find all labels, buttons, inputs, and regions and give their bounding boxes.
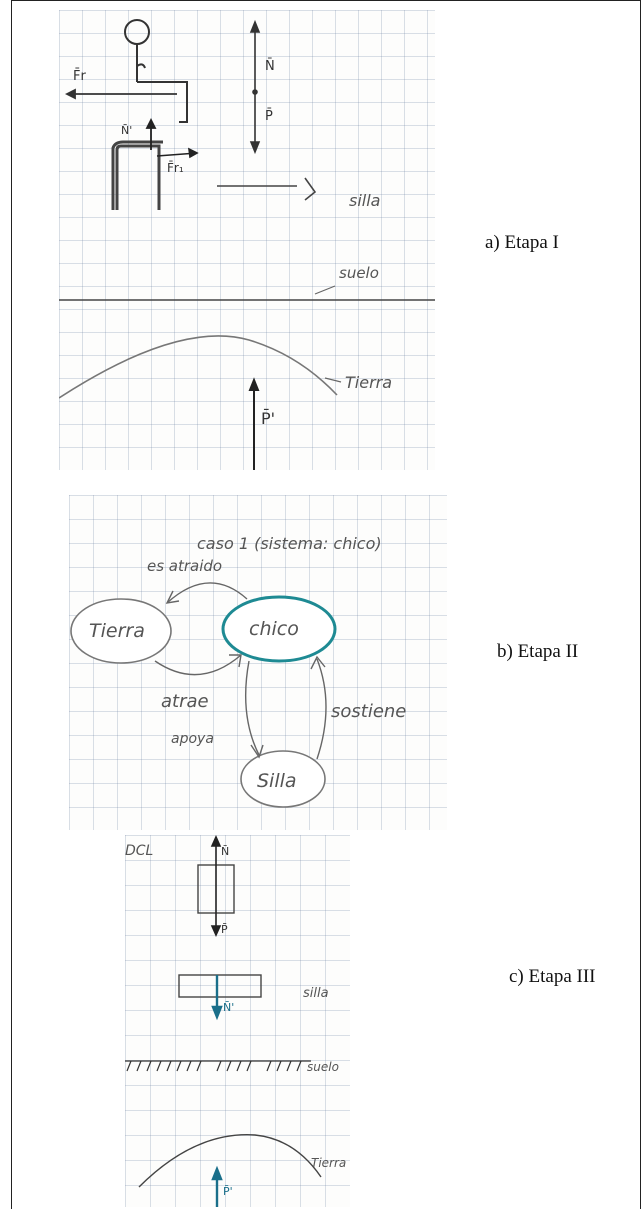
label-tierra: Tierra	[311, 1156, 346, 1170]
earth-curve	[59, 335, 338, 399]
label-sostiene: sostiene	[331, 701, 406, 722]
label-suelo: suelo	[307, 1060, 339, 1074]
caption-stage-2: b) Etapa II	[497, 641, 579, 662]
chair-box	[178, 974, 262, 998]
force-fr1-arrow	[156, 147, 199, 159]
label-suelo: suelo	[339, 264, 379, 282]
label-fr1: F̄r₁	[167, 161, 184, 175]
stage-1-sketch: F̄r N̄' F̄r₁ N̄ P̄ silla suelo Tierra P̄…	[59, 10, 435, 470]
interaction-title: caso 1 (sistema: chico)	[197, 534, 382, 553]
force-n-prime-arrow	[145, 117, 157, 150]
earth-curve	[138, 1134, 322, 1188]
stage-3-drawing: DCL N̄ P̄ N̄' silla suelo	[125, 835, 346, 1207]
stage-3-sketch: DCL N̄ P̄ N̄' silla suelo	[125, 835, 350, 1207]
node-chico-shape	[221, 595, 337, 663]
figure-frame	[11, 0, 641, 1209]
dcl-title: DCL	[125, 843, 153, 859]
stage-2-diagram: caso 1 (sistema: chico) Tierra chico Sil…	[70, 534, 406, 808]
edge-atrae	[154, 654, 242, 676]
boy-force-axis	[249, 19, 261, 155]
caption-stage-1: a) Etapa I	[485, 232, 559, 253]
chair-pointer	[217, 177, 317, 201]
label-fr: F̄r	[73, 69, 86, 84]
boy-figure	[124, 19, 188, 123]
earth-pointer	[324, 377, 342, 383]
stage-1-drawing: F̄r N̄' F̄r₁ N̄ P̄ silla suelo Tierra P̄…	[59, 19, 435, 470]
label-n: N̄	[265, 59, 275, 74]
edge-apoya	[245, 660, 260, 756]
edge-es-atraido	[166, 582, 248, 604]
force-fr-arrow	[64, 88, 177, 100]
label-es-atraido: es atraido	[147, 557, 222, 575]
node-tierra: Tierra	[89, 620, 145, 642]
label-silla: silla	[303, 986, 329, 1001]
chair-drawing	[111, 140, 163, 210]
ground-hatched	[125, 1060, 311, 1072]
label-p: P̄	[265, 109, 273, 124]
caption-stage-3: c) Etapa III	[509, 966, 596, 987]
stage-2-sketch: caso 1 (sistema: chico) Tierra chico Sil…	[69, 495, 447, 830]
label-silla: silla	[349, 191, 380, 210]
node-silla: Silla	[257, 770, 297, 792]
label-n-prime: N̄'	[121, 124, 132, 137]
force-n-prime-arrow	[211, 975, 223, 1021]
boy-force-axis	[210, 835, 222, 937]
ground-pointer	[314, 285, 336, 295]
label-p: P̄	[221, 923, 228, 936]
label-atrae: atrae	[161, 691, 209, 712]
label-p-prime: P̄'	[223, 1185, 233, 1198]
node-silla-shape	[240, 750, 326, 808]
force-p-prime-arrow	[248, 377, 260, 470]
label-p-prime: P̄'	[261, 409, 275, 428]
node-tierra-shape	[70, 598, 172, 664]
label-apoya: apoya	[171, 731, 214, 747]
node-chico: chico	[249, 618, 299, 640]
edge-sostiene	[316, 658, 327, 760]
label-n-prime: N̄'	[223, 1001, 234, 1014]
label-tierra: Tierra	[345, 373, 392, 392]
force-p-prime-arrow	[211, 1165, 223, 1207]
label-n: N̄	[221, 845, 229, 858]
